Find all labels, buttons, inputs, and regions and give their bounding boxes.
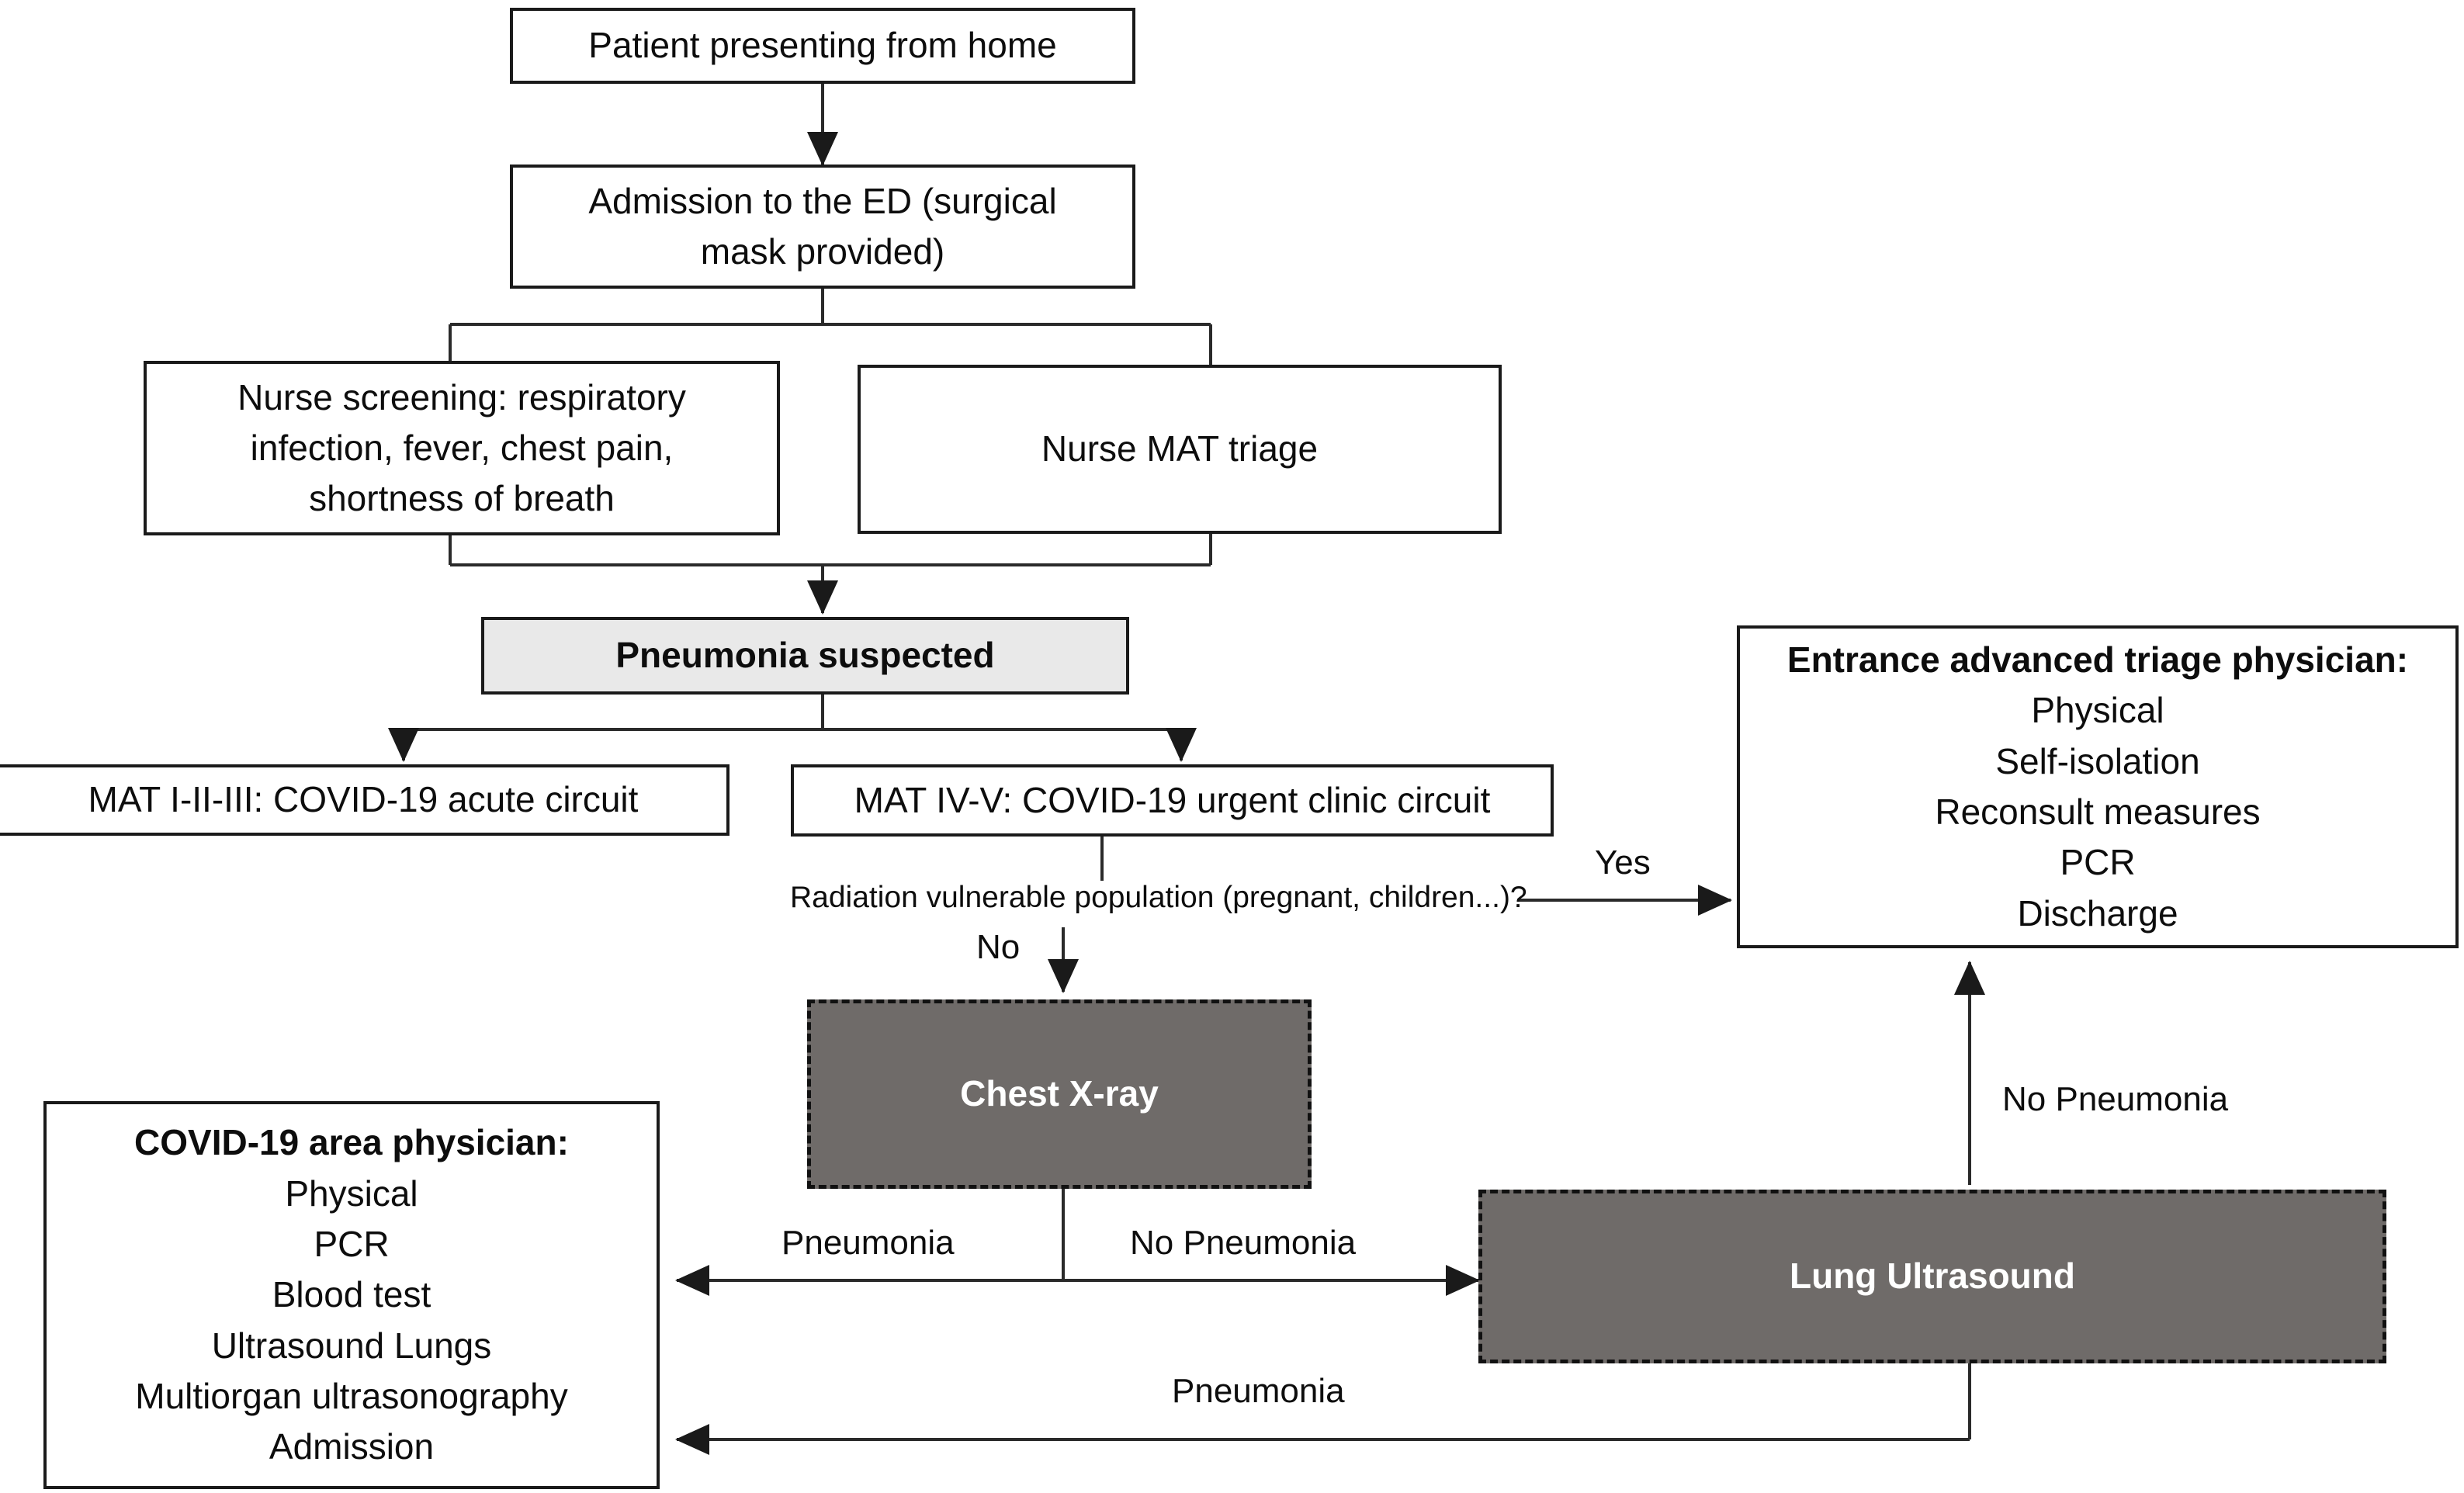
node-admission-to-ed[interactable]: Admission to the ED (surgical mask provi…	[510, 165, 1135, 289]
node-item-discharge: Discharge	[2017, 892, 2178, 934]
node-pneumonia-suspected[interactable]: Pneumonia suspected	[481, 617, 1129, 695]
decision-radiation-vulnerable-population: Radiation vulnerable population (pregnan…	[790, 881, 1527, 915]
edge-label-lung-ultrasound-no-pneumonia: No Pneumonia	[2002, 1080, 2228, 1119]
node-label: MAT IV-V: COVID-19 urgent clinic circuit	[854, 779, 1491, 820]
edge-label-text: Pneumonia	[781, 1224, 955, 1262]
node-label-line-1: Nurse screening: respiratory	[237, 376, 686, 417]
edge-label-lung-ultrasound-pneumonia: Pneumonia	[1172, 1372, 1345, 1411]
node-item-physical: Physical	[2031, 690, 2164, 731]
node-nurse-mat-triage[interactable]: Nurse MAT triage	[858, 365, 1502, 534]
node-mat-urgent-clinic-circuit[interactable]: MAT IV-V: COVID-19 urgent clinic circuit	[791, 764, 1554, 837]
edge-label-radiation-yes: Yes	[1595, 843, 1651, 882]
node-label: Patient presenting from home	[588, 25, 1057, 66]
edge-label-text: No Pneumonia	[2002, 1080, 2229, 1118]
node-item-blood-test: Blood test	[272, 1274, 431, 1315]
node-item-ultrasound-lungs: Ultrasound Lungs	[211, 1325, 492, 1366]
edge-label-radiation-no: No	[976, 928, 1020, 967]
node-item-self-isolation: Self-isolation	[1995, 740, 2200, 781]
node-item-reconsult-measures: Reconsult measures	[1935, 792, 2261, 832]
node-label: Nurse MAT triage	[1041, 428, 1319, 469]
node-item-admission: Admission	[269, 1426, 435, 1467]
node-heading: COVID-19 area physician:	[134, 1122, 569, 1163]
node-label: Pneumonia suspected	[615, 635, 995, 676]
node-chest-xray[interactable]: Chest X-ray	[807, 999, 1312, 1189]
node-label: Chest X-ray	[960, 1073, 1159, 1114]
node-item-physical: Physical	[285, 1173, 418, 1214]
edge-label-text: Yes	[1595, 843, 1651, 882]
node-label: MAT I-II-III: COVID-19 acute circuit	[88, 779, 639, 820]
node-label-line-2: mask provided)	[700, 231, 945, 272]
edge-label-xray-no-pneumonia: No Pneumonia	[1130, 1224, 1356, 1263]
node-label-line-1: Admission to the ED (surgical	[588, 180, 1057, 221]
node-label: Lung Ultrasound	[1790, 1256, 2075, 1297]
node-label-line-3: shortness of breath	[309, 478, 615, 519]
node-item-multiorgan-ultrasonography: Multiorgan ultrasonography	[135, 1375, 568, 1416]
node-label-line-2: infection, fever, chest pain,	[250, 427, 674, 468]
node-entrance-advanced-triage-physician[interactable]: Entrance advanced triage physician: Phys…	[1737, 625, 2459, 948]
node-nurse-screening[interactable]: Nurse screening: respiratory infection, …	[144, 361, 780, 535]
node-lung-ultrasound[interactable]: Lung Ultrasound	[1478, 1190, 2386, 1363]
node-mat-acute-circuit[interactable]: MAT I-II-III: COVID-19 acute circuit	[0, 764, 729, 836]
decision-label: Radiation vulnerable population (pregnan…	[790, 881, 1527, 914]
edge-label-text: No Pneumonia	[1130, 1224, 1357, 1262]
edge-label-text: Pneumonia	[1172, 1372, 1345, 1410]
node-covid-19-area-physician[interactable]: COVID-19 area physician: Physical PCR Bl…	[43, 1101, 660, 1489]
edge-label-xray-pneumonia: Pneumonia	[781, 1224, 955, 1263]
node-patient-presenting-from-home[interactable]: Patient presenting from home	[510, 8, 1135, 84]
node-item-pcr: PCR	[2060, 842, 2136, 883]
node-item-pcr: PCR	[314, 1224, 390, 1265]
node-heading: Entrance advanced triage physician:	[1786, 639, 2409, 681]
edge-label-text: No	[976, 928, 1021, 966]
